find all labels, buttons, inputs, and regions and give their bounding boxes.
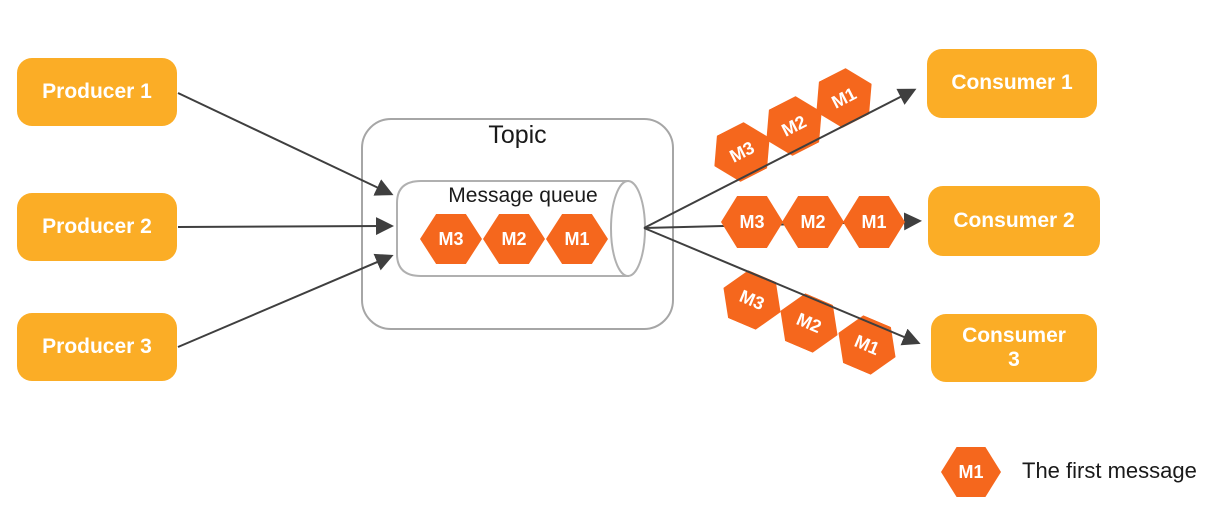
producer-3-label: Producer 3 [42,334,152,358]
stream2-message-m1: M1 [843,196,905,248]
stream3-message-m2: M2 [770,287,847,359]
producer-1-label: Producer 1 [42,79,152,103]
producer-2-label: Producer 2 [42,214,152,238]
legend-label: The first message [1022,458,1197,483]
consumer-3-node: Consumer 3 [931,314,1097,382]
producer-3-node: Producer 3 [17,313,177,381]
consumer-1-label: Consumer 1 [951,71,1073,95]
legend-message-hex: M1 [941,447,1001,497]
topic-title: Topic [488,121,547,149]
producer-2-node: Producer 2 [17,193,177,261]
arrow-producer2-to-topic [177,217,394,236]
stream3-message-m1: M1 [828,309,905,381]
consumer-2-node: Consumer 2 [928,186,1100,256]
message-queue-label: Message queue [448,184,598,207]
stream2-message-m3: M3 [721,196,783,248]
consumer-1-node: Consumer 1 [927,49,1097,118]
consumer-2-label: Consumer 2 [953,208,1075,232]
arrow-producer3-to-topic [177,253,394,348]
consumer-3-label: Consumer 3 [962,323,1066,371]
arrow-producer1-to-topic [177,92,394,196]
stream2-message-m2: M2 [782,196,844,248]
producer-1-node: Producer 1 [17,58,177,126]
stream3-message-m3: M3 [713,264,790,336]
